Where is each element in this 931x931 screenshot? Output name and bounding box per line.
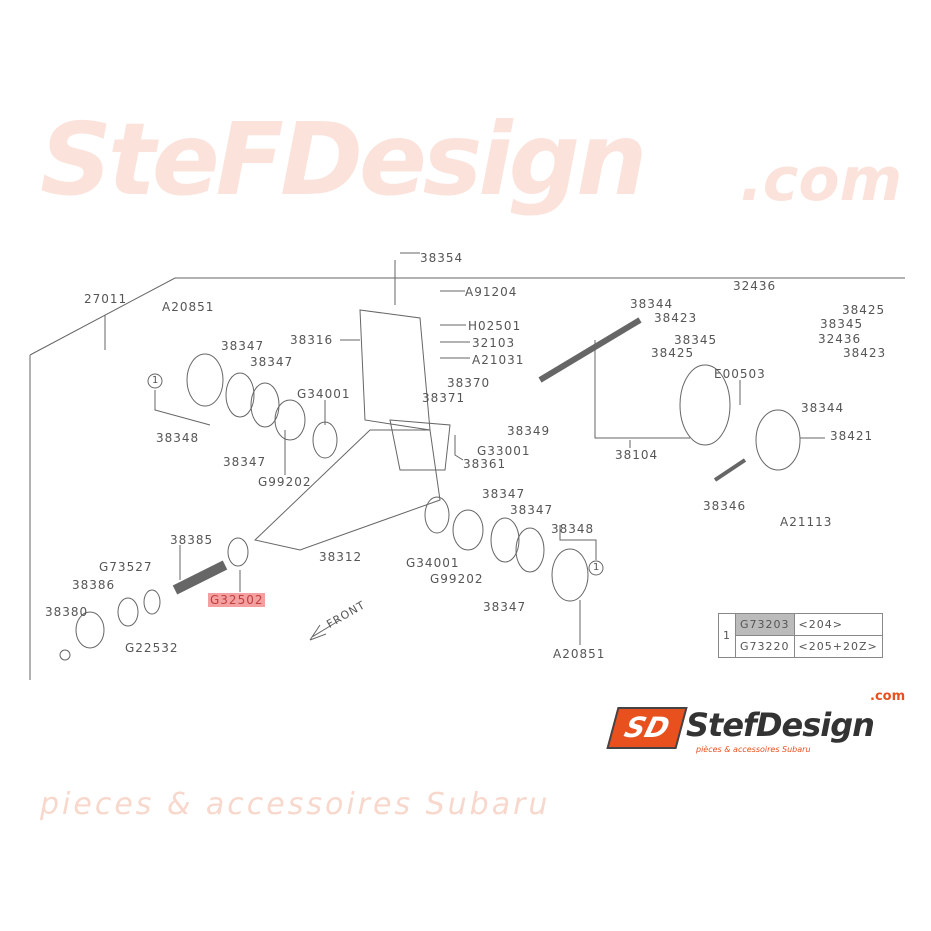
bearing-g32502 — [227, 537, 249, 567]
assembly-outline — [29, 277, 905, 680]
part-label[interactable]: 38347 — [510, 503, 554, 517]
pinion-shaft — [538, 317, 642, 383]
part-label[interactable]: 38104 — [615, 448, 659, 462]
part-label[interactable]: 38425 — [842, 303, 886, 317]
ref-circle-1a — [147, 373, 163, 389]
logo-name: StefDesign — [686, 706, 875, 744]
leader-lines — [104, 252, 825, 645]
gasket-right-1 — [490, 517, 520, 563]
table-ref: 1 — [718, 613, 736, 658]
table-note: <205+20Z> — [793, 635, 883, 658]
part-label[interactable]: G33001 — [477, 444, 531, 458]
nut-38380 — [59, 649, 71, 661]
part-label[interactable]: 38349 — [507, 424, 551, 438]
front-arrow — [309, 619, 341, 641]
part-label[interactable]: 38345 — [674, 333, 718, 347]
table-note: <204> — [793, 613, 883, 636]
part-label[interactable]: A21031 — [472, 353, 525, 367]
part-label[interactable]: G34001 — [406, 556, 460, 570]
part-label[interactable]: 38347 — [223, 455, 267, 469]
part-label[interactable]: 38344 — [630, 297, 674, 311]
bearing-g22532 — [143, 589, 161, 615]
part-label[interactable]: E00503 — [714, 367, 766, 381]
part-label[interactable]: 38385 — [170, 533, 214, 547]
part-label[interactable]: 32103 — [472, 336, 516, 350]
variant-table: 1 G73203 <204> G73220 <205+20Z> — [718, 613, 883, 658]
pin-38346 — [713, 458, 747, 482]
part-label[interactable]: G73527 — [99, 560, 153, 574]
side-flange-left — [186, 353, 224, 407]
part-label[interactable]: 38347 — [250, 355, 294, 369]
gasket-left-2 — [250, 382, 280, 428]
ref-number: 1 — [152, 375, 160, 386]
part-label[interactable]: 32436 — [818, 332, 862, 346]
watermark-brand: SteFDesign — [40, 101, 647, 218]
diff-housing — [253, 429, 441, 551]
part-label[interactable]: 38348 — [551, 522, 595, 536]
ref-number: 1 — [593, 562, 601, 573]
part-label[interactable]: G99202 — [430, 572, 484, 586]
part-label[interactable]: A20851 — [162, 300, 215, 314]
ref-circle-1b — [588, 560, 604, 576]
part-label[interactable]: 38347 — [482, 487, 526, 501]
bearing-right — [424, 496, 450, 534]
oring-right — [452, 509, 484, 551]
part-label[interactable]: 32436 — [733, 279, 777, 293]
part-label[interactable]: A91204 — [465, 285, 518, 299]
part-label[interactable]: 38346 — [703, 499, 747, 513]
differential-case — [755, 409, 801, 471]
watermark-domain: .com — [740, 145, 903, 215]
part-label[interactable]: H02501 — [468, 319, 522, 333]
part-label[interactable]: 38380 — [45, 605, 89, 619]
part-label[interactable]: A20851 — [553, 647, 606, 661]
logo-mark: SD — [606, 707, 688, 749]
part-label[interactable]: G34001 — [297, 387, 351, 401]
part-label[interactable]: 38344 — [801, 401, 845, 415]
part-label[interactable]: 38423 — [843, 346, 887, 360]
oring-left — [274, 399, 306, 441]
part-label[interactable]: 38316 — [290, 333, 334, 347]
table-row: 1 G73203 <204> — [718, 613, 883, 658]
part-label[interactable]: 38347 — [221, 339, 265, 353]
part-label[interactable]: 38347 — [483, 600, 527, 614]
part-label[interactable]: 38345 — [820, 317, 864, 331]
part-label[interactable]: 38370 — [447, 376, 491, 390]
rear-cover — [359, 309, 431, 431]
part-label[interactable]: G99202 — [258, 475, 312, 489]
part-label[interactable]: 38348 — [156, 431, 200, 445]
table-row: G73220 <205+20Z> — [719, 635, 883, 658]
side-flange-right — [551, 548, 589, 602]
part-label-highlighted[interactable]: G32502 — [208, 593, 266, 607]
ring-gear — [679, 364, 731, 446]
logo-domain: .com — [870, 689, 906, 704]
part-label[interactable]: 38425 — [651, 346, 695, 360]
cover-gasket — [389, 419, 451, 471]
seal-g73527 — [117, 597, 139, 627]
part-label[interactable]: 38371 — [422, 391, 466, 405]
part-label[interactable]: G22532 — [125, 641, 179, 655]
part-label[interactable]: 38354 — [420, 251, 464, 265]
part-label[interactable]: 27011 — [84, 292, 128, 306]
part-label[interactable]: A21113 — [780, 515, 833, 529]
table-part[interactable]: G73203 — [735, 613, 795, 636]
companion-flange — [75, 611, 105, 649]
watermark-tagline: pieces & accessoires Subaru — [40, 787, 551, 822]
table-part[interactable]: G73220 — [735, 635, 795, 658]
part-label[interactable]: 38386 — [72, 578, 116, 592]
gasket-right-2 — [515, 527, 545, 573]
stefdesign-logo: SD StefDesign .com pièces & accessoires … — [606, 689, 922, 759]
part-label[interactable]: 38423 — [654, 311, 698, 325]
bearing-left — [312, 421, 338, 459]
logo-tagline: pièces & accessoires Subaru — [696, 745, 811, 754]
spacer-38385 — [172, 560, 228, 595]
part-label[interactable]: 38361 — [463, 457, 507, 471]
part-label[interactable]: 38421 — [830, 429, 874, 443]
gasket-left-1 — [225, 372, 255, 418]
part-label[interactable]: 38312 — [319, 550, 363, 564]
